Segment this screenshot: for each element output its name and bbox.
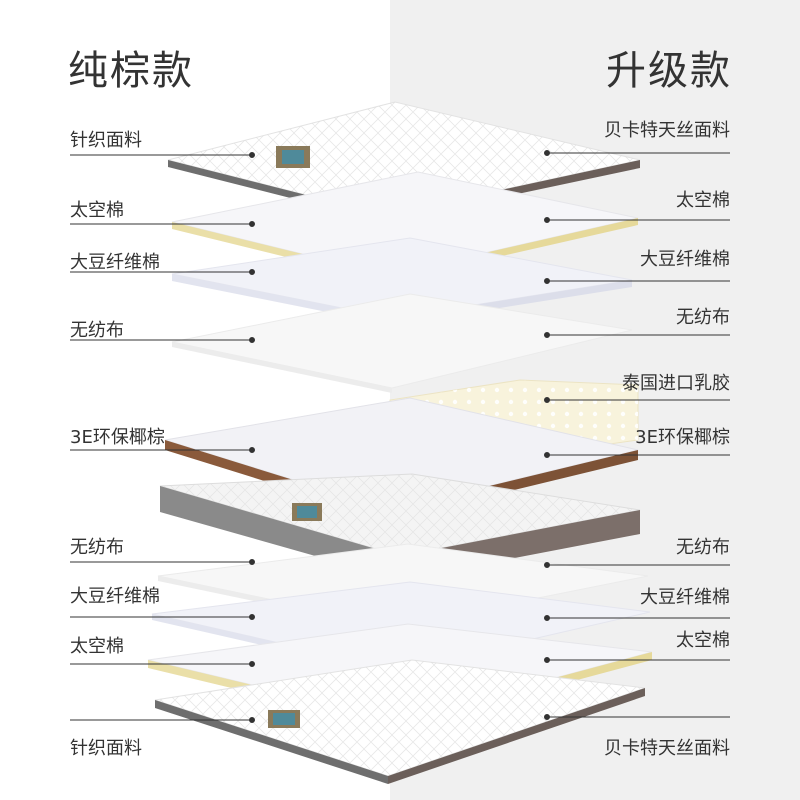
leader-dot <box>544 714 550 720</box>
left-heading: 纯棕款 <box>68 48 194 94</box>
leader-dot <box>544 397 550 403</box>
leader-dot <box>249 152 255 158</box>
leader-dot <box>544 452 550 458</box>
leader-dot <box>249 337 255 343</box>
leader-dot <box>249 269 255 275</box>
right-heading: 升级款 <box>606 48 732 94</box>
left-label-soy-fiber: 大豆纤维棉 <box>70 252 160 273</box>
leader-dot <box>544 217 550 223</box>
right-label-latex: 泰国进口乳胶 <box>622 373 730 394</box>
left-label-space-foam: 太空棉 <box>70 200 124 221</box>
right-label-soy-fiber: 大豆纤维棉 <box>640 249 730 270</box>
left-label-knit-fabric-lower: 针织面料 <box>70 738 142 759</box>
layer-bottom-fabric <box>154 659 646 784</box>
left-leader-lines <box>70 152 255 723</box>
leader-dot <box>544 278 550 284</box>
leader-dot <box>249 221 255 227</box>
right-label-nonwoven: 无纺布 <box>676 307 730 328</box>
leader-dot <box>249 614 255 620</box>
right-label-tencel-fabric-lower: 贝卡特天丝面料 <box>604 738 730 759</box>
leader-dot <box>544 615 550 621</box>
left-label-nonwoven: 无纺布 <box>70 320 124 341</box>
left-label-space-foam-lower: 太空棉 <box>70 636 124 657</box>
left-label-soy-fiber-lower: 大豆纤维棉 <box>70 586 160 607</box>
leader-dot <box>249 559 255 565</box>
left-label-coir: 3E环保椰棕 <box>70 427 165 448</box>
right-label-space-foam-lower: 太空棉 <box>676 630 730 651</box>
left-label-knit-fabric: 针织面料 <box>70 130 142 151</box>
left-label-nonwoven-lower: 无纺布 <box>70 537 124 558</box>
leader-dot <box>249 661 255 667</box>
right-label-soy-fiber-lower: 大豆纤维棉 <box>640 587 730 608</box>
leader-dot <box>249 717 255 723</box>
right-label-space-foam: 太空棉 <box>676 190 730 211</box>
right-label-coir: 3E环保椰棕 <box>635 427 730 448</box>
leader-dot <box>544 562 550 568</box>
right-label-tencel-fabric: 贝卡特天丝面料 <box>604 120 730 141</box>
layer-nonwoven-upper <box>171 293 633 393</box>
right-label-nonwoven-lower: 无纺布 <box>676 537 730 558</box>
leader-dot <box>544 150 550 156</box>
leader-dot <box>544 332 550 338</box>
leader-dot <box>544 657 550 663</box>
leader-dot <box>249 447 255 453</box>
right-leader-lines <box>544 150 730 720</box>
